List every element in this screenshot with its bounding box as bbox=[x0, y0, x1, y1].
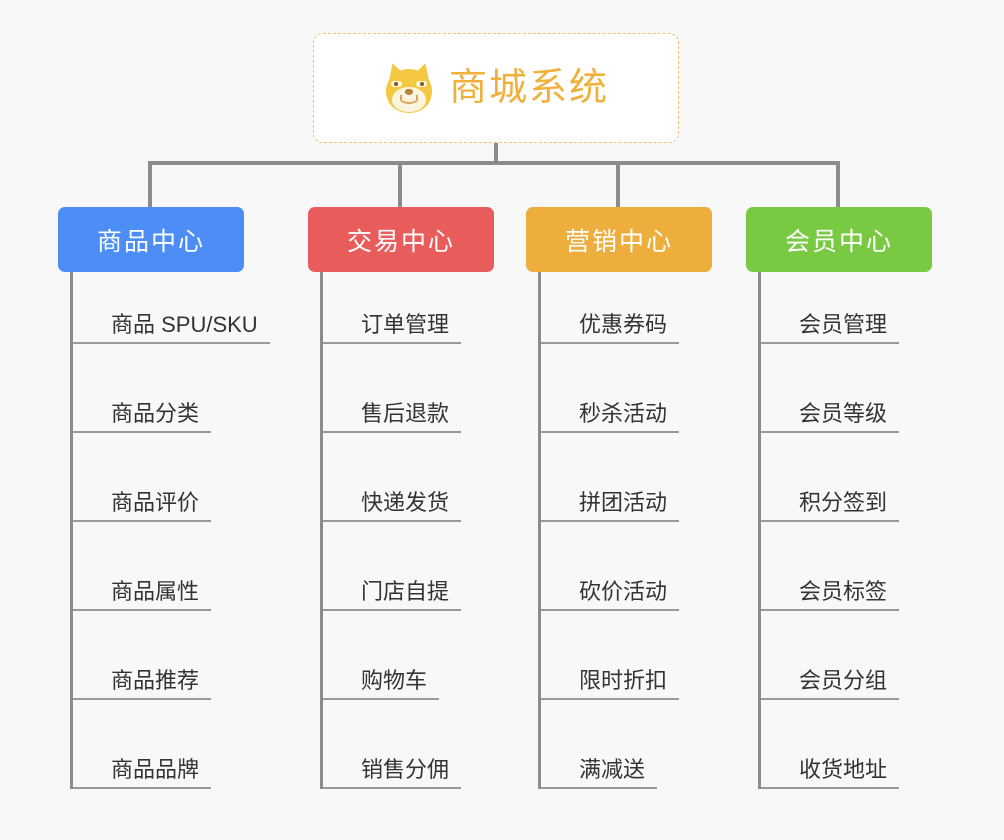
leaf-item[interactable]: 售后退款 bbox=[323, 344, 462, 433]
leaf-item-label: 订单管理 bbox=[323, 312, 462, 344]
category-box-4[interactable]: 会员中心 bbox=[746, 207, 932, 272]
category-label: 会员中心 bbox=[784, 227, 893, 256]
leaf-item[interactable]: 砍价活动 bbox=[541, 522, 680, 611]
leaf-item-label: 砍价活动 bbox=[541, 579, 680, 611]
leaf-item[interactable]: 商品 SPU/SKU bbox=[73, 255, 270, 344]
leaf-spine bbox=[758, 272, 761, 789]
leaf-item[interactable]: 会员分组 bbox=[761, 611, 900, 700]
category-box-3[interactable]: 营销中心 bbox=[526, 207, 712, 272]
connector-horizontal-bar bbox=[150, 161, 840, 165]
leaf-item-label: 商品 SPU/SKU bbox=[73, 312, 270, 344]
leaf-item-label: 积分签到 bbox=[761, 490, 900, 522]
leaf-spine bbox=[538, 272, 541, 789]
shiba-dog-emoji bbox=[383, 60, 435, 114]
leaf-item-label: 拼团活动 bbox=[541, 490, 680, 522]
leaf-item-label: 限时折扣 bbox=[541, 668, 680, 700]
leaf-item-label: 商品评价 bbox=[73, 490, 212, 522]
leaf-item-label: 会员标签 bbox=[761, 579, 900, 611]
category-label: 商品中心 bbox=[96, 227, 205, 256]
leaf-item[interactable]: 秒杀活动 bbox=[541, 344, 680, 433]
leaf-item-label: 快递发货 bbox=[323, 490, 462, 522]
leaf-item[interactable]: 快递发货 bbox=[323, 433, 462, 522]
category-box-2[interactable]: 交易中心 bbox=[308, 207, 494, 272]
leaf-item-label: 购物车 bbox=[323, 668, 440, 700]
leaf-item-label: 销售分佣 bbox=[323, 757, 462, 789]
leaf-item-label: 满减送 bbox=[541, 757, 658, 789]
leaf-spine bbox=[320, 272, 323, 789]
leaf-item-label: 商品品牌 bbox=[73, 757, 212, 789]
leaf-item[interactable]: 商品评价 bbox=[73, 433, 212, 522]
leaf-item-label: 商品属性 bbox=[73, 579, 212, 611]
leaf-item[interactable]: 商品分类 bbox=[73, 344, 212, 433]
leaf-item-label: 商品分类 bbox=[73, 401, 212, 433]
category-label: 交易中心 bbox=[346, 227, 455, 256]
leaf-spine bbox=[70, 272, 73, 789]
leaf-item[interactable]: 商品属性 bbox=[73, 522, 212, 611]
leaf-item[interactable]: 购物车 bbox=[323, 611, 440, 700]
leaf-item[interactable]: 会员管理 bbox=[761, 255, 900, 344]
leaf-item-label: 售后退款 bbox=[323, 401, 462, 433]
connector-root-stem bbox=[494, 143, 498, 165]
leaf-item[interactable]: 满减送 bbox=[541, 700, 658, 789]
leaf-item[interactable]: 商品推荐 bbox=[73, 611, 212, 700]
leaf-item[interactable]: 销售分佣 bbox=[323, 700, 462, 789]
connector-drop-3 bbox=[616, 161, 620, 207]
connector-drop-4 bbox=[836, 161, 840, 207]
leaf-item[interactable]: 门店自提 bbox=[323, 522, 462, 611]
leaf-item-label: 门店自提 bbox=[323, 579, 462, 611]
leaf-item[interactable]: 限时折扣 bbox=[541, 611, 680, 700]
leaf-item[interactable]: 会员标签 bbox=[761, 522, 900, 611]
category-label: 营销中心 bbox=[564, 227, 673, 256]
leaf-item-label: 秒杀活动 bbox=[541, 401, 680, 433]
leaf-item[interactable]: 订单管理 bbox=[323, 255, 462, 344]
root-node[interactable]: 商城系统 bbox=[313, 33, 679, 143]
leaf-item[interactable]: 会员等级 bbox=[761, 344, 900, 433]
leaf-item[interactable]: 收货地址 bbox=[761, 700, 900, 789]
leaf-item-label: 会员管理 bbox=[761, 312, 900, 344]
leaf-item[interactable]: 拼团活动 bbox=[541, 433, 680, 522]
root-title: 商城系统 bbox=[448, 67, 609, 109]
connector-drop-1 bbox=[148, 161, 152, 207]
connector-drop-2 bbox=[398, 161, 402, 207]
category-box-1[interactable]: 商品中心 bbox=[58, 207, 244, 272]
leaf-item[interactable]: 优惠券码 bbox=[541, 255, 680, 344]
leaf-item[interactable]: 商品品牌 bbox=[73, 700, 212, 789]
leaf-item-label: 商品推荐 bbox=[73, 668, 212, 700]
leaf-item-label: 优惠券码 bbox=[541, 312, 680, 344]
leaf-item[interactable]: 积分签到 bbox=[761, 433, 900, 522]
leaf-item-label: 会员等级 bbox=[761, 401, 900, 433]
leaf-item-label: 收货地址 bbox=[761, 757, 900, 789]
leaf-item-label: 会员分组 bbox=[761, 668, 900, 700]
